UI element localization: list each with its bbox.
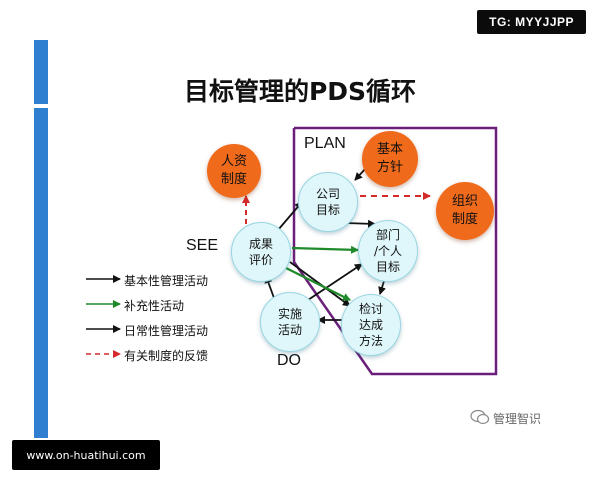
node-org-policy: 组织 制度	[436, 182, 494, 240]
legend-label-supplementary: 补充性活动	[124, 299, 185, 313]
wechat-icon	[470, 409, 490, 429]
diagram-title: 目标管理的PDS循环	[183, 77, 417, 106]
plan-boundary	[292, 126, 498, 376]
tg-badge: TG: MYYJJPP	[477, 10, 586, 34]
node-review-method: 检讨 达成 方法	[341, 294, 401, 356]
node-result-eval: 成果 评价	[231, 222, 291, 282]
see-label: SEE	[186, 237, 219, 254]
legend-label-basic: 基本性管理活动	[124, 274, 209, 288]
legend-label-feedback: 有关制度的反馈	[124, 349, 209, 363]
accent-stripe-top	[34, 40, 48, 104]
node-company-goal: 公司 目标	[298, 172, 358, 232]
accent-stripe	[34, 108, 48, 438]
node-hr-policy: 人资 制度	[207, 144, 261, 198]
arrow-company-to-dept	[344, 219, 376, 228]
node-dept-goal: 部门 /个人 目标	[358, 220, 418, 282]
url-banner[interactable]: www.on-huatihui.com	[12, 440, 160, 470]
arrow-implement-to-dept	[307, 263, 363, 301]
do-label: DO	[277, 352, 301, 369]
green-arrow-result-to-review	[285, 267, 351, 301]
green-arrow-result-to-dept	[291, 245, 359, 254]
legend-label-daily: 日常性管理活动	[124, 324, 209, 338]
node-implement: 实施 活动	[260, 292, 320, 352]
arrow-dept-to-review	[378, 280, 386, 295]
watermark-text: 管理智识	[493, 412, 542, 426]
plan-label: PLAN	[304, 135, 346, 152]
node-basic-policy: 基本 方针	[362, 131, 418, 187]
